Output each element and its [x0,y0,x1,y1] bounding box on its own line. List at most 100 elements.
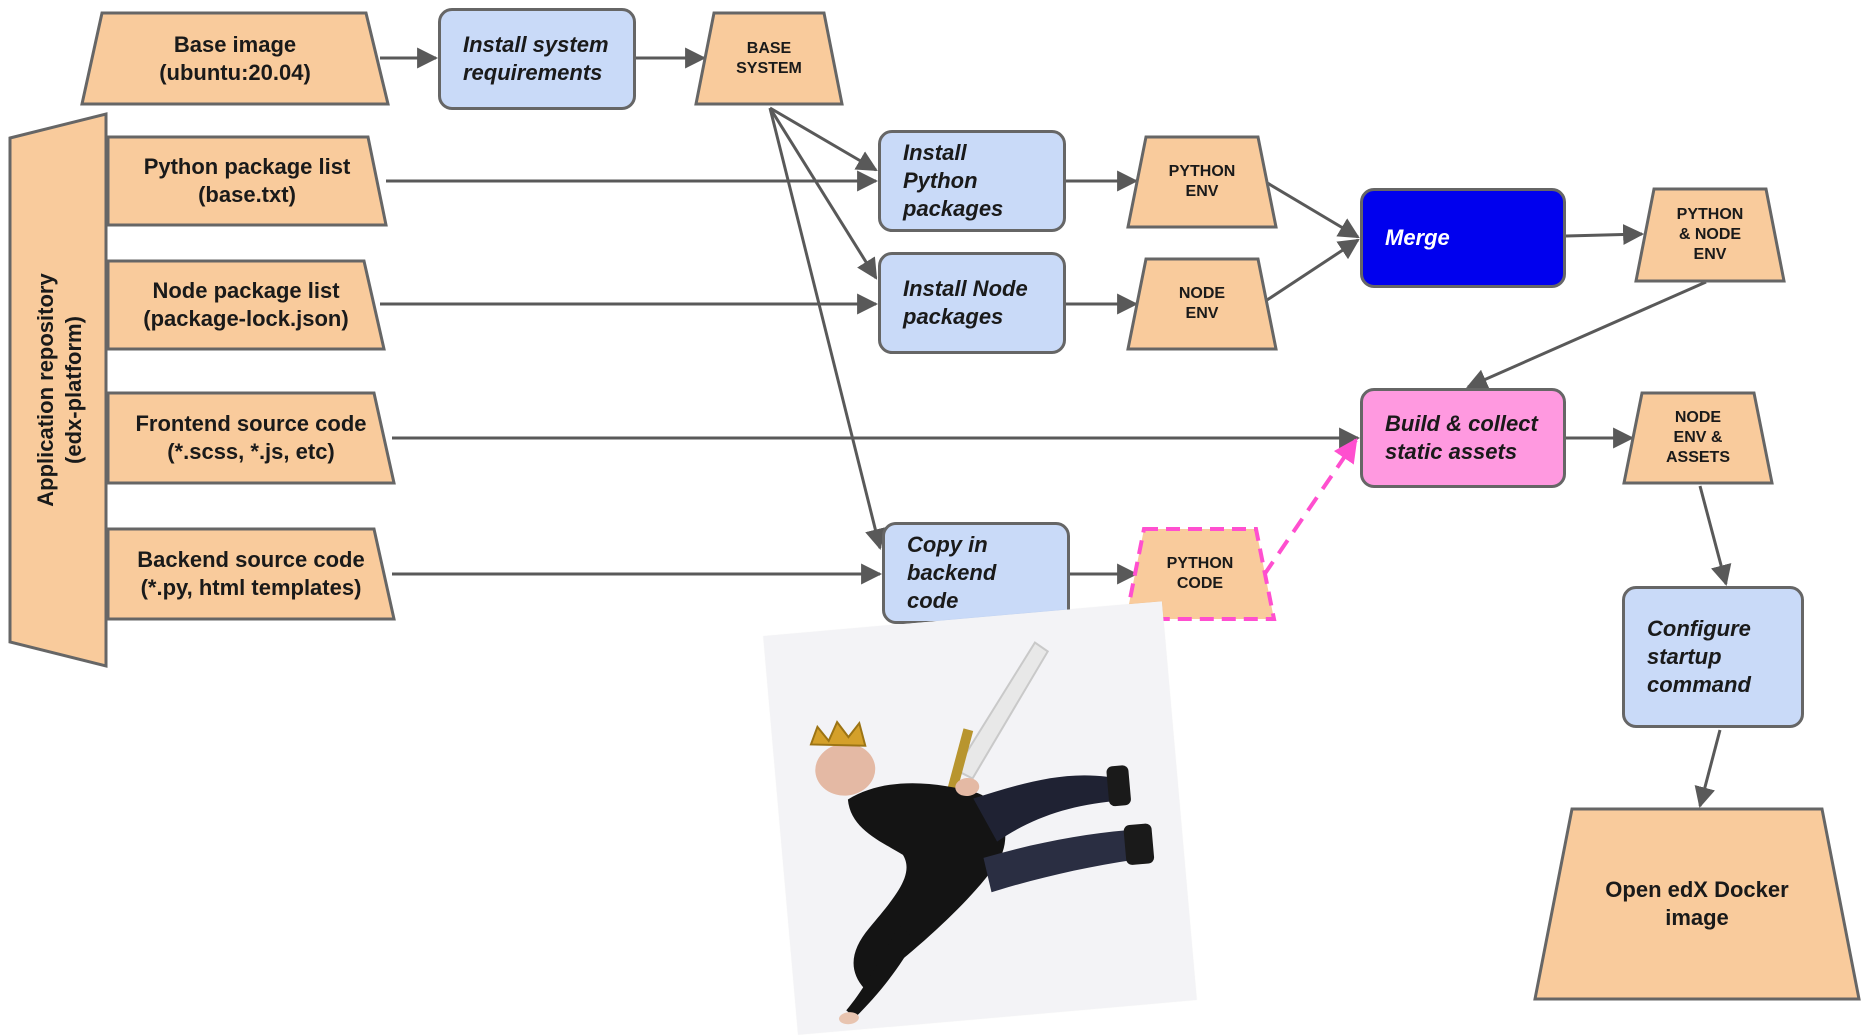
build-line-1: Build & collect [1385,411,1538,436]
sword-blade [954,641,1050,780]
copy-backend-code-step: Copy in backend code [882,522,1070,624]
python-env-shape [1126,135,1278,229]
base-image-input: Base image (ubuntu:20.04) [80,10,390,107]
arrow-node-env-assets-to-configure [1698,485,1732,587]
install-python-line-3: packages [903,196,1004,221]
python-node-env-line-1: PYTHON [1676,206,1744,223]
lower-leg [983,830,1135,893]
photo-illustration [763,601,1197,1035]
backend-source-input: Backend source code (*.py, html template… [106,526,396,622]
configure-line-2: startup [1647,644,1722,669]
arrow-python-env-to-merge [1263,179,1360,239]
crown [809,720,867,747]
node-list-line-2: (package-lock.json) [143,306,349,331]
base-system-shape [694,11,844,106]
python-package-list-input: Python package list (base.txt) [106,134,388,228]
dashed-arrow-python-code-to-build [1262,438,1358,577]
node-package-list-shape [106,259,386,351]
build-collect-assets-step: Build & collect static assets [1360,388,1566,488]
python-code-artifact: PYTHON CODE [1123,526,1277,622]
python-env-line-2: ENV [1185,183,1219,200]
copy-backend-line-2: backend [907,560,997,585]
arrow-base-system-to-install-node [768,107,878,280]
python-node-env-line-3: ENV [1693,246,1727,263]
final-image-line-1: Open edX Docker [1605,877,1789,902]
install-python-packages-step: Install Python packages [878,130,1066,232]
python-list-line-2: (base.txt) [198,182,296,207]
base-system-line-1: BASE [746,39,792,57]
node-env-artifact: NODE ENV [1126,256,1278,352]
copy-backend-line-1: Copy in [907,532,988,557]
install-node-line-1: Install Node [903,276,1028,301]
configure-line-3: command [1647,672,1751,697]
install-python-line-1: Install [903,140,967,165]
node-env-assets-line-1: NODE [1674,409,1722,426]
base-image-line-2: (ubuntu:20.04) [159,59,311,85]
frontend-source-input: Frontend source code (*.scss, *.js, etc) [106,390,396,486]
arrow-python-node-env-to-build [1466,280,1707,389]
arrow-base-system-to-copy-backend [768,107,886,551]
install-node-packages-step: Install Node packages [878,252,1066,354]
merge-label: Merge [1385,225,1450,250]
final-image-shape [1533,807,1861,1001]
repository-shape [8,112,108,668]
node-env-line-2: ENV [1185,305,1219,322]
base-image-shape [80,11,390,106]
arrow-node-env-to-merge [1263,238,1360,304]
install-node-line-2: packages [903,304,1004,329]
final-image-line-2: image [1665,905,1729,930]
backend-line-1: Backend source code [137,547,365,572]
python-code-shape [1123,527,1277,621]
frontend-source-shape [106,391,396,485]
base-system-artifact: BASE SYSTEM [694,10,844,107]
final-docker-image-artifact: Open edX Docker image [1532,806,1862,1002]
backend-source-shape [106,527,396,621]
merge-step: Merge [1360,188,1566,288]
arrow-base-system-to-install-python [769,106,878,172]
base-image-line-1: Base image [173,31,297,57]
repository-label-line-1: Application repository [33,273,58,507]
backend-line-2: (*.py, html templates) [140,575,362,600]
configure-startup-command-step: Configure startup command [1622,586,1804,728]
arrow-configure-to-final-image [1694,729,1722,809]
install-system-line-2: requirements [463,60,603,85]
boot-1 [1106,765,1131,807]
node-env-assets-line-2: ENV & [1673,429,1723,446]
sword-hand [955,777,980,797]
configure-line-1: Configure [1647,616,1751,641]
arm [846,925,916,1018]
python-package-list-shape [106,135,388,227]
python-node-env-line-2: & NODE [1678,226,1742,243]
node-env-shape [1126,257,1278,351]
application-repository [8,112,108,668]
python-env-artifact: PYTHON ENV [1126,134,1278,230]
python-code-line-1: PYTHON [1166,555,1234,572]
node-env-assets-artifact: NODE ENV & ASSETS [1622,390,1774,486]
upper-leg [973,775,1115,842]
node-env-line-1: NODE [1178,285,1226,302]
torso [847,783,1006,989]
base-system-line-2: SYSTEM [736,59,802,77]
python-node-env-shape [1634,187,1786,283]
python-node-env-artifact: PYTHON & NODE ENV [1634,186,1786,284]
python-list-line-1: Python package list [143,154,351,179]
arrow-merge-to-python-node-env [1565,224,1645,245]
person-in-crown-photo [763,601,1197,1035]
python-code-line-2: CODE [1176,575,1224,592]
install-system-line-1: Install system [463,32,609,57]
node-list-line-1: Node package list [152,278,340,303]
install-system-requirements-step: Install system requirements [438,8,636,110]
hand [838,1012,859,1025]
node-env-assets-shape [1622,391,1774,485]
boot-2 [1123,823,1155,865]
copy-backend-line-3: code [907,588,959,613]
repository-label-line-2: (edx-platform) [61,316,86,464]
node-env-assets-line-3: ASSETS [1665,449,1730,466]
python-env-line-1: PYTHON [1168,163,1236,180]
node-package-list-input: Node package list (package-lock.json) [106,258,386,352]
frontend-line-2: (*.scss, *.js, etc) [167,439,335,464]
build-line-2: static assets [1385,439,1518,464]
face [815,743,876,796]
